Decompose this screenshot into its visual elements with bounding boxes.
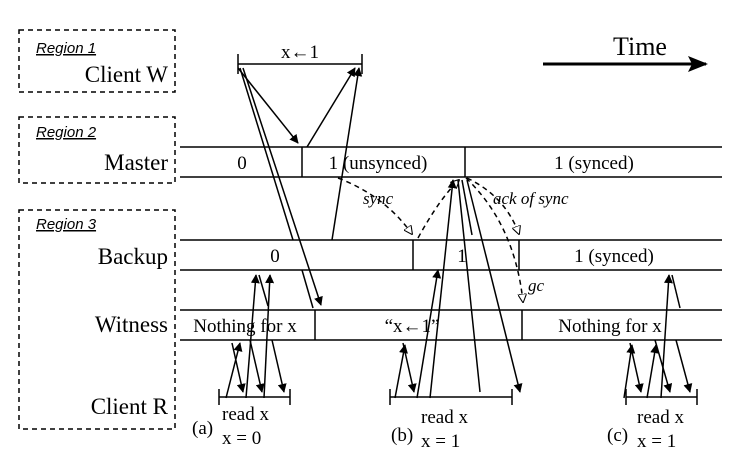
master-state-2: 1 (synced) xyxy=(554,153,634,174)
read-c-tag: (c) xyxy=(607,425,628,446)
master-state-0: 0 xyxy=(237,153,247,174)
read-c-result: x = 1 xyxy=(637,431,676,452)
witness-state-1: “x←1” xyxy=(385,316,440,337)
region-2-tag: Region 2 xyxy=(36,124,97,141)
master-label: Master xyxy=(104,150,168,175)
write-messages xyxy=(237,67,363,309)
client-w-label: Client W xyxy=(85,62,169,87)
witness-label: Witness xyxy=(95,312,168,337)
master-state-1: 1 (unsynced) xyxy=(329,153,428,174)
write-op-label: x←1 xyxy=(281,42,319,63)
backup-state-2: 1 (synced) xyxy=(574,246,654,267)
client-r-label: Client R xyxy=(91,394,169,419)
read-a-result: x = 0 xyxy=(222,428,261,449)
read-b-tag: (b) xyxy=(391,425,413,446)
master-lane xyxy=(180,146,722,178)
read-a-tag: (a) xyxy=(192,418,213,439)
read-a-op: read x xyxy=(222,404,269,425)
read-b-op: read x xyxy=(421,407,468,428)
backup-state-0: 0 xyxy=(270,246,280,267)
backup-label: Backup xyxy=(98,244,168,269)
ack-of-sync-label: ack of sync xyxy=(493,189,569,208)
read-c-op: read x xyxy=(637,407,684,428)
backup-state-1: 1 xyxy=(457,246,467,267)
gc-label: gc xyxy=(528,276,545,295)
region-2-box xyxy=(18,116,176,184)
read-c-bracket xyxy=(625,389,698,405)
region-1-box xyxy=(18,29,176,93)
sync-label: sync xyxy=(363,189,394,208)
witness-state-0: Nothing for x xyxy=(193,316,297,337)
read-c-messages xyxy=(623,274,693,399)
read-a-bracket xyxy=(218,389,291,405)
time-arrowhead-icon xyxy=(688,56,708,72)
backup-lane xyxy=(180,239,722,271)
read-b-messages xyxy=(394,179,523,399)
time-label: Time xyxy=(613,32,667,61)
region-1-tag: Region 1 xyxy=(36,40,96,57)
witness-state-2: Nothing for x xyxy=(558,316,662,337)
region-3-tag: Region 3 xyxy=(36,216,97,233)
region-3-box xyxy=(18,209,176,430)
read-b-bracket xyxy=(389,389,513,405)
witness-lane xyxy=(180,309,722,341)
read-b-result: x = 1 xyxy=(421,431,460,452)
read-a-messages xyxy=(225,274,287,399)
